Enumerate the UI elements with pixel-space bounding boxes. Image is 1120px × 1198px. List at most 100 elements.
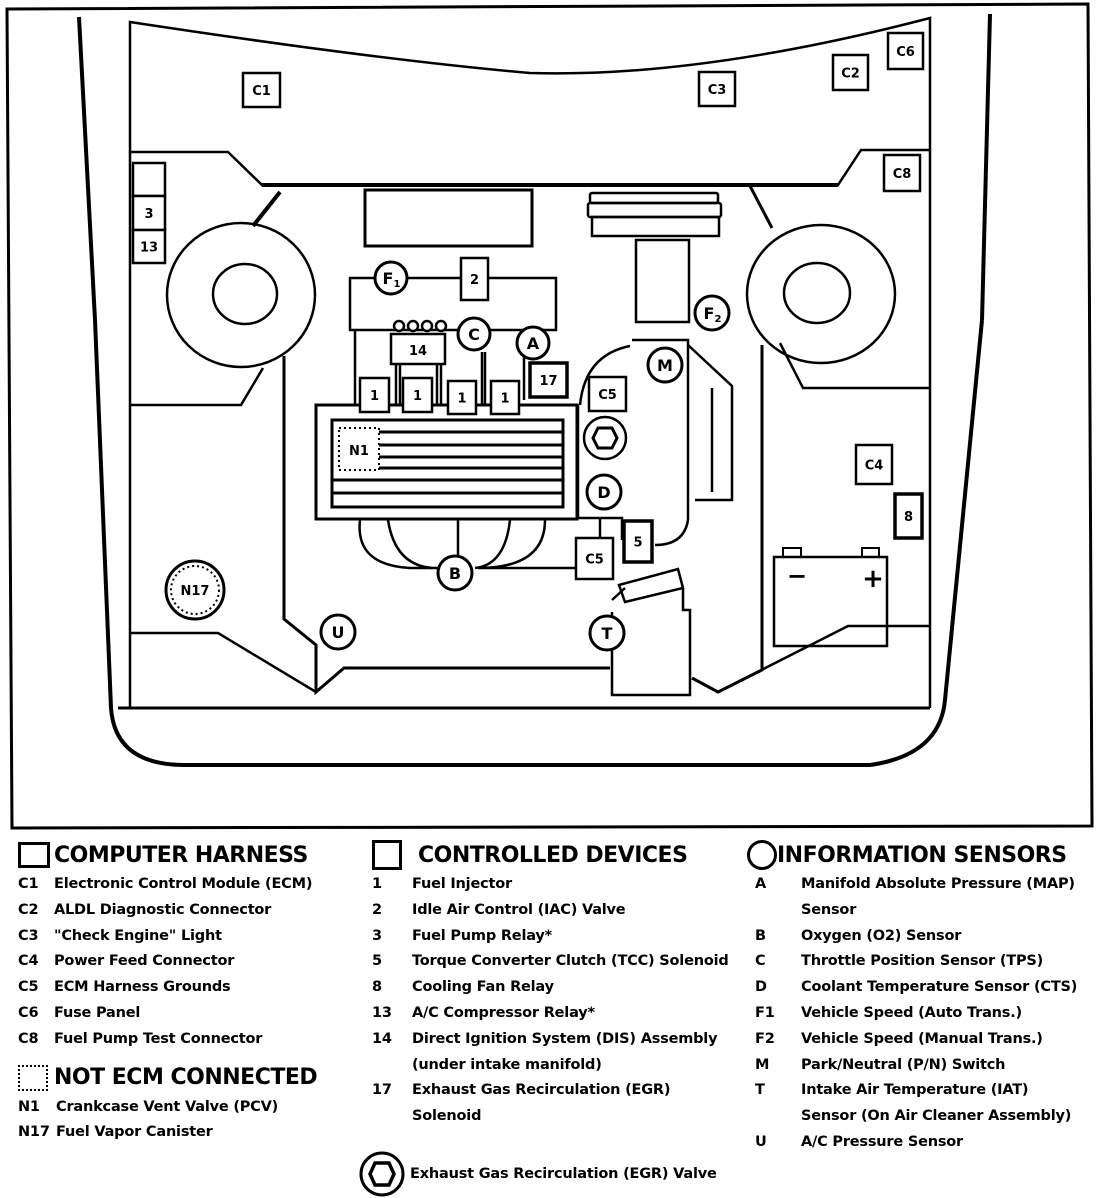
- check-engine-light-c3: C3: [697, 70, 737, 108]
- tcc-solenoid-5: 5: [622, 519, 654, 564]
- battery-neg-sign: −: [787, 562, 807, 590]
- legend-item-label: Torque Converter Clutch (TCC) Solenoid: [412, 953, 729, 970]
- legend-item-label: Coolant Temperature Sensor (CTS): [801, 979, 1078, 996]
- left-strut-tower: [165, 221, 317, 369]
- fuel-injector-1: 1: [446, 379, 478, 416]
- sensor-label: F: [704, 304, 715, 323]
- legend-item-label: Vehicle Speed (Manual Trans.): [801, 1030, 1043, 1047]
- fuel-injector-1: 1: [489, 379, 521, 416]
- legend-item-code: C2: [18, 901, 39, 918]
- legend-title: CONTROLLED DEVICES: [418, 842, 688, 868]
- legend-item-label: Throttle Position Sensor (TPS): [801, 953, 1044, 970]
- ecm-connector-c1: C1: [241, 71, 282, 109]
- sensor-label: C: [468, 325, 480, 344]
- right-wall-vertical: [691, 345, 764, 694]
- legend-item: Sensor (On Air Cleaner Assembly): [747, 1104, 1117, 1130]
- legend-item-label: Fuel Pump Relay*: [412, 927, 552, 944]
- legend-item-label: Sensor: [801, 901, 857, 918]
- coolant-temp-sensor-d: D: [585, 473, 623, 511]
- transaxle-right: [687, 344, 734, 502]
- legend-item-code: [372, 1053, 412, 1079]
- iac-valve-2: 2: [459, 256, 490, 302]
- legend-item-label: Solenoid: [412, 1108, 482, 1125]
- right-strut-link: [748, 185, 774, 229]
- legend-item-label: Cooling Fan Relay: [412, 979, 554, 996]
- label-14: 14: [409, 344, 427, 359]
- component-label: C2: [841, 67, 860, 82]
- legend-item-label: Crankcase Vent Valve (PCV): [56, 1098, 279, 1115]
- oxygen-sensor-b: B: [436, 554, 474, 592]
- sensor-label-subscript: 2: [715, 314, 722, 325]
- plenum-box: [363, 188, 534, 248]
- legend-item-label: Sensor (On Air Cleaner Assembly): [801, 1108, 1072, 1125]
- legend-item-label: Fuel Injector: [412, 876, 512, 892]
- label-N17: N17: [181, 584, 210, 599]
- right-strut-bracket: [778, 342, 930, 390]
- component-label: C4: [865, 459, 884, 474]
- component-label: C8: [893, 167, 912, 182]
- legend-item-code: N17: [18, 1124, 50, 1141]
- legend-item-code: U: [755, 1133, 767, 1150]
- legend-item-code: A: [755, 876, 767, 892]
- fuel-pump-relay-3: 3: [131, 194, 167, 232]
- left-strut-link: [251, 190, 282, 228]
- n1-pcv-marker: [338, 427, 380, 471]
- component-label: C1: [252, 84, 271, 99]
- battery-terminal-pos: [861, 547, 880, 558]
- legend-item-code: F2: [755, 1030, 775, 1047]
- right-fender-line: [980, 13, 992, 321]
- component-label: 3: [144, 207, 153, 222]
- legend-item-code: C5: [18, 979, 39, 996]
- component-label: C3: [708, 83, 727, 98]
- legend-item-label: Exhaust Gas Recirculation (EGR): [412, 1082, 671, 1099]
- legend-item-code: C6: [18, 1004, 39, 1021]
- exhaust-pipe-5: [477, 519, 575, 570]
- left-lower-diag: [130, 631, 317, 694]
- legend-item-code: [755, 1104, 801, 1130]
- legend-item-code: [755, 898, 801, 924]
- air-intake-snout: [617, 567, 685, 604]
- dotted-square-symbol-icon: [18, 1064, 48, 1091]
- legend-item-code: [372, 1104, 412, 1130]
- legend-item-label: "Check Engine" Light: [54, 927, 222, 944]
- manifold-runner-box: [330, 418, 565, 509]
- air-intake-housing: [610, 587, 692, 697]
- map-sensor-a: A: [515, 325, 551, 361]
- legend-item-code: B: [755, 927, 766, 944]
- legend-item-label: Fuel Pump Test Connector: [54, 1030, 263, 1047]
- park-neutral-switch-m: M: [646, 346, 684, 384]
- circle-symbol-icon: [747, 840, 777, 870]
- throttle-position-sensor-c: C: [456, 316, 492, 352]
- battery-body: [772, 555, 889, 648]
- legend-item-label: Fuse Panel: [54, 1004, 141, 1021]
- air-cleaner-base: [590, 215, 721, 238]
- component-label: 2: [470, 273, 479, 288]
- legend-item-label: Fuel Vapor Canister: [56, 1124, 213, 1141]
- legend-item-label: ECM Harness Grounds: [54, 979, 231, 996]
- right-lower-diag: [717, 624, 930, 694]
- aldl-connector-c2: C2: [831, 53, 870, 92]
- square-symbol-icon: [372, 840, 402, 870]
- legend-item: C5 ECM Harness Grounds: [18, 975, 358, 1001]
- egr-valve-label: Exhaust Gas Recirculation (EGR) Valve: [410, 1166, 717, 1182]
- right-strut-cap: [782, 261, 852, 325]
- legend-title: NOT ECM CONNECTED: [54, 1065, 318, 1091]
- power-feed-connector-c4: C4: [854, 443, 894, 486]
- legend-title: INFORMATION SENSORS: [777, 842, 1067, 868]
- component-label: 5: [633, 536, 642, 551]
